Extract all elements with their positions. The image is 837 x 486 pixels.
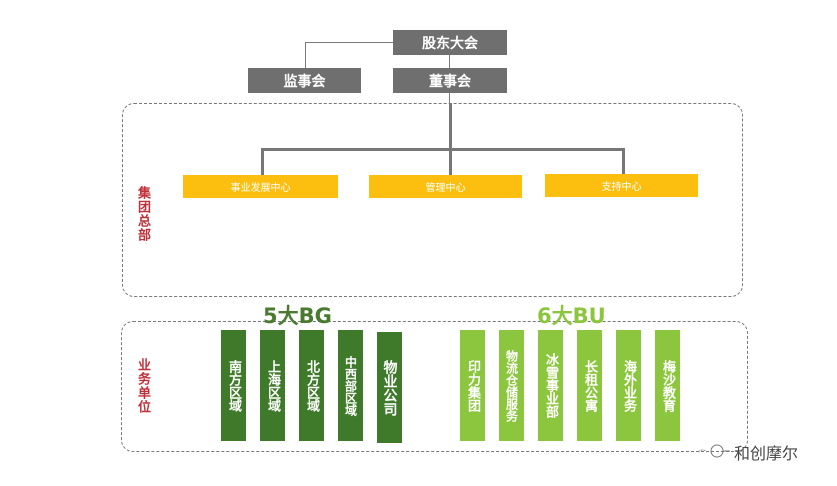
bg-column: 中西部区域	[338, 330, 363, 441]
bu-column: 海外业务	[616, 330, 641, 441]
bu-label: 物流仓储服务	[504, 349, 519, 422]
bg-column: 物业公司	[377, 332, 402, 443]
bu-label: 长租公寓	[582, 359, 597, 412]
bu-label: 冰雪事业部	[543, 353, 558, 418]
bu-label: 梅沙教育	[660, 359, 675, 412]
wechat-icon	[697, 443, 731, 462]
connector-line	[449, 55, 450, 68]
bu-column: 冰雪事业部	[538, 330, 563, 441]
bg-label: 北方区域	[304, 359, 319, 412]
bg-label: 南方区域	[226, 359, 241, 412]
headquarters-label: 集团总部	[135, 186, 150, 242]
bg-column: 北方区域	[299, 330, 324, 441]
business-units-frame	[121, 321, 748, 452]
business-units-label: 业务单位	[135, 358, 150, 414]
bu-label: 海外业务	[621, 359, 636, 412]
board-of-directors-box: 董事会	[393, 68, 507, 93]
connector-line	[449, 93, 450, 103]
supervisory-board-label: 监事会	[283, 73, 326, 90]
support-center: 支持中心	[545, 174, 698, 197]
bu-column: 印力集团	[460, 330, 485, 441]
supervisory-board-box: 监事会	[248, 68, 361, 93]
bg-label: 物业公司	[381, 359, 398, 416]
bu-label: 印力集团	[465, 359, 480, 412]
bg-column: 上海区域	[260, 330, 285, 441]
center-label: 管理中心	[425, 183, 466, 194]
connector-line	[449, 103, 452, 175]
connector-line	[261, 148, 625, 151]
shareholders-meeting-box: 股东大会	[393, 30, 507, 55]
management-center: 管理中心	[369, 175, 522, 198]
business-development-center: 事业发展中心	[183, 175, 338, 198]
bu-column: 长租公寓	[577, 330, 602, 441]
connector-line	[305, 42, 393, 43]
bu-column: 梅沙教育	[655, 330, 680, 441]
board-of-directors-label: 董事会	[429, 73, 471, 90]
bg-group-title: 5大BG	[263, 304, 332, 328]
watermark-text: 和创摩尔	[734, 444, 799, 463]
connector-line	[261, 148, 264, 175]
bu-group-title: 6大BU	[537, 304, 606, 328]
center-label: 支持中心	[601, 182, 642, 193]
headquarters-frame	[122, 103, 743, 297]
bu-column: 物流仓储服务	[499, 330, 524, 441]
connector-line	[622, 148, 625, 175]
bg-label: 中西部区域	[343, 355, 358, 416]
shareholders-meeting-label: 股东大会	[422, 35, 478, 52]
watermark: 和创摩尔	[697, 440, 798, 464]
connector-line	[305, 42, 306, 68]
bg-label: 上海区域	[265, 359, 280, 412]
bg-column: 南方区域	[221, 330, 246, 441]
center-label: 事业发展中心	[230, 183, 291, 194]
